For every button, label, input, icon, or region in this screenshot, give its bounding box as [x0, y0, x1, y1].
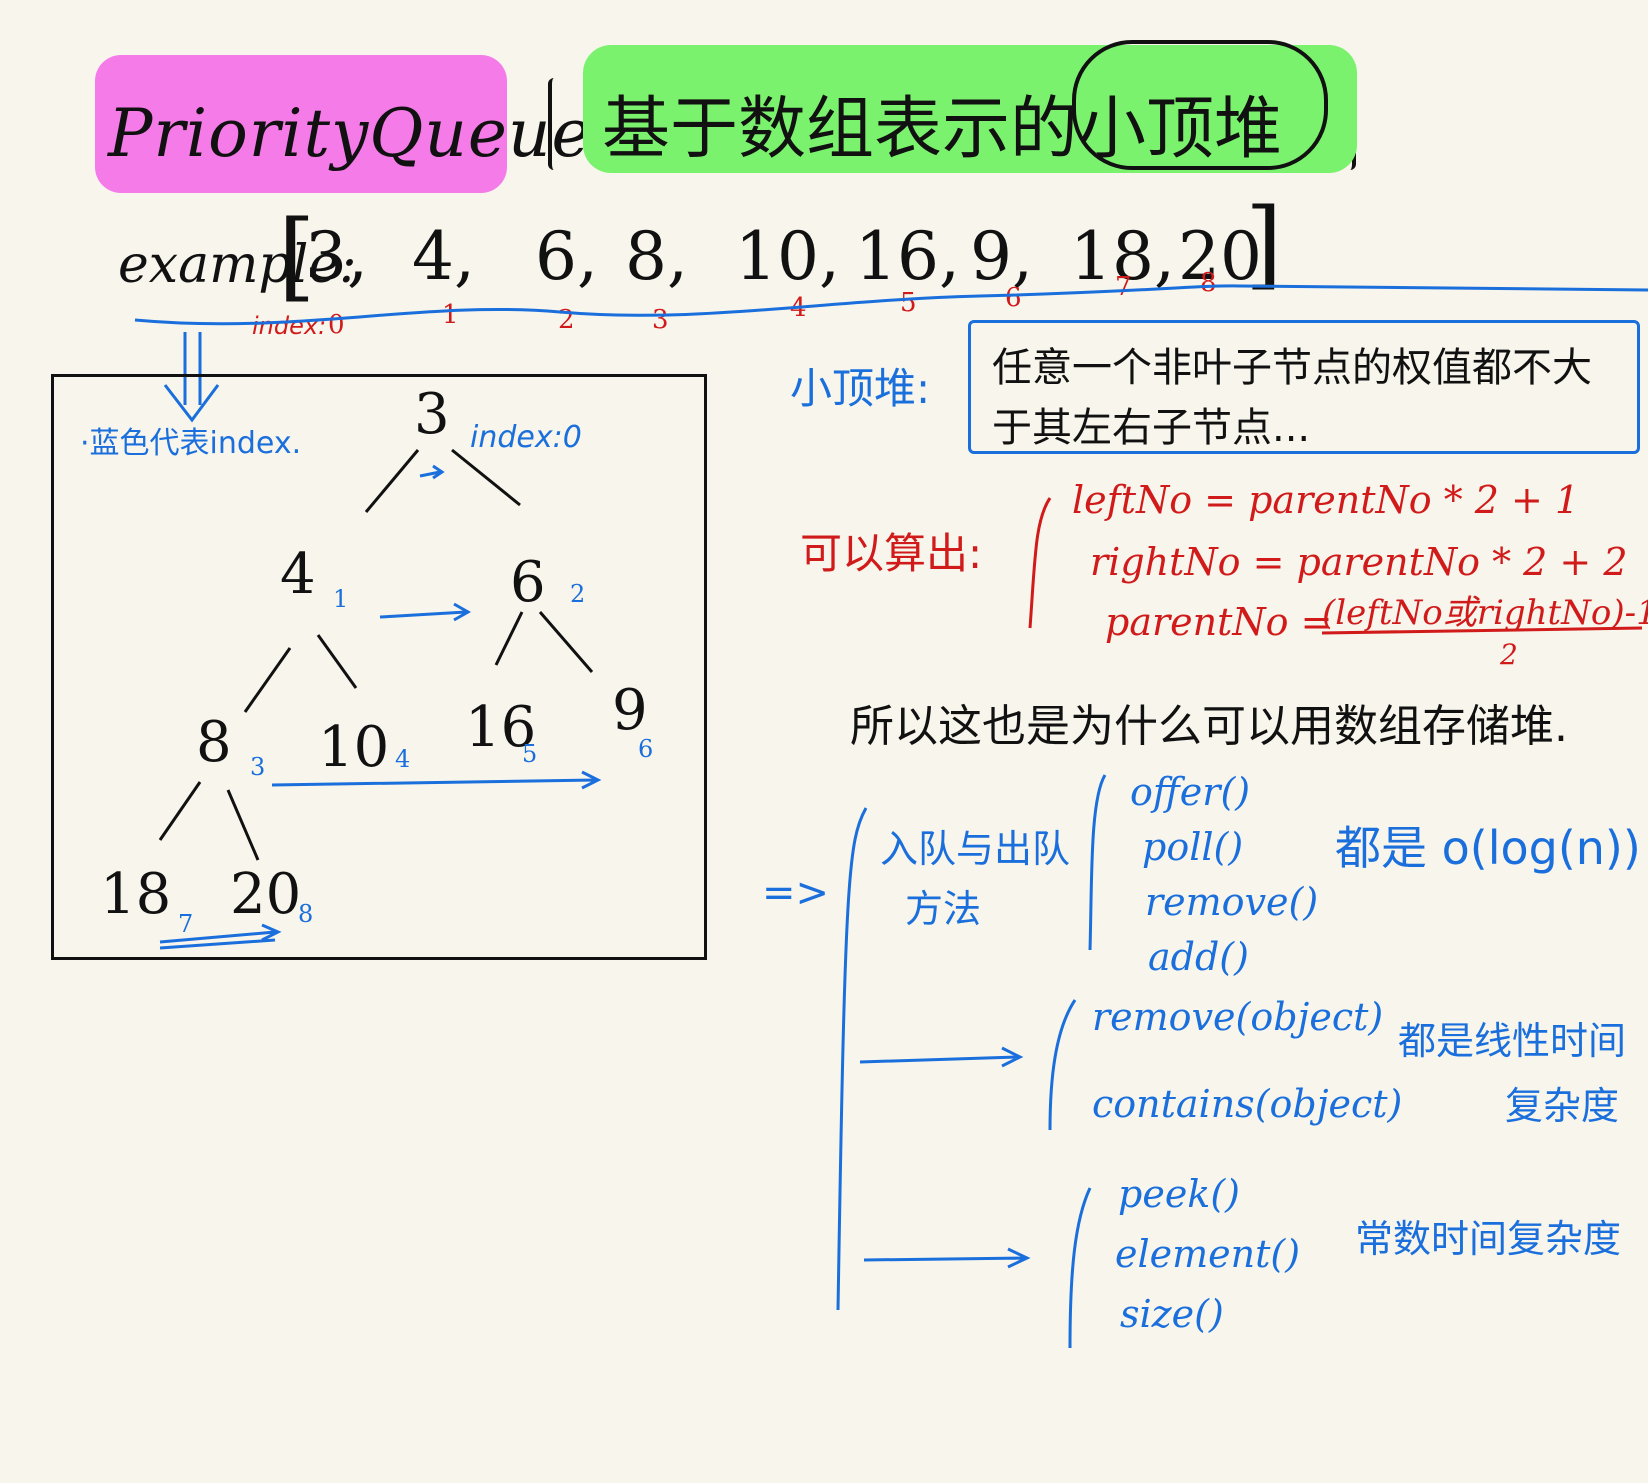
reason-text: 所以这也是为什么可以用数组存储堆.: [850, 701, 1568, 752]
root-index-note: index:0: [470, 420, 582, 455]
tree-node: 9: [612, 678, 648, 743]
array-index: 6: [1005, 283, 1022, 313]
formula-parent-lhs: parentNo =: [1105, 600, 1333, 644]
tree-node: 18: [100, 862, 172, 927]
tree-node-index: 5: [522, 740, 538, 768]
array-index: 3: [652, 305, 669, 335]
array-value: 9,: [970, 218, 1033, 295]
group1-complexity: 都是 o(log(n)): [1335, 821, 1641, 875]
group3-complexity: 常数时间复杂度: [1355, 1217, 1622, 1261]
array-bracket-right: ]: [1245, 188, 1283, 300]
group2-arrow: [859, 1046, 1024, 1068]
tree-node: 6: [510, 550, 546, 615]
array-value: 10,: [735, 218, 840, 295]
method-name: remove(object): [1092, 995, 1384, 1039]
subtitle-highlight: [583, 45, 1357, 173]
formula-parent-numerator: (leftNo或rightNo)-1: [1322, 593, 1648, 633]
index-label: index:: [252, 312, 327, 340]
min-heap-label: 小顶堆:: [790, 364, 931, 413]
group1-brace: [1088, 774, 1107, 951]
array-value: 4,: [412, 218, 475, 295]
array-value: 16,: [855, 218, 960, 295]
group2-complexity: 复杂度: [1505, 1084, 1620, 1128]
formula-label: 可以算出:: [800, 529, 983, 578]
tree-node-index: 7: [178, 910, 194, 938]
tree-node-index: 6: [638, 735, 654, 763]
definition-line: 于其左右子节点...: [992, 405, 1311, 451]
array-index: 2: [558, 305, 575, 335]
tree-node-index: 3: [250, 753, 266, 781]
group2-brace: [1048, 999, 1077, 1131]
group2-complexity: 都是线性时间: [1398, 1019, 1627, 1063]
array-value: 8,: [625, 218, 688, 295]
tree-node-index: 2: [570, 580, 586, 608]
formula-right: rightNo = parentNo * 2 + 2: [1090, 540, 1628, 584]
group1-label: 入队与出队: [880, 827, 1071, 871]
title-highlight: [95, 55, 507, 193]
tree-node: 4: [280, 542, 316, 607]
tree-node-index: 8: [298, 900, 314, 928]
array-index: 8: [1200, 268, 1217, 298]
array-value: 20: [1178, 218, 1262, 295]
group3-arrow: [863, 1247, 1031, 1269]
methods-brace: [836, 807, 868, 1311]
array-index: 1: [442, 300, 459, 330]
method-name: contains(object): [1092, 1082, 1403, 1126]
definition-line: 任意一个非叶子节点的权值都不大: [992, 345, 1592, 391]
method-name: offer(): [1130, 770, 1251, 814]
tree-node: 10: [318, 715, 390, 780]
tree-node-index: 4: [395, 745, 411, 773]
array-index: 7: [1115, 272, 1132, 302]
method-name: add(): [1148, 935, 1249, 979]
method-name: element(): [1115, 1232, 1301, 1276]
subtitle-circle-mark: [1072, 40, 1328, 170]
formula-parent-denominator: 2: [1500, 638, 1518, 671]
tree-node: 8: [196, 710, 232, 775]
group3-brace: [1068, 1187, 1092, 1349]
definition-box: [968, 320, 1640, 454]
formula-brace: [1028, 497, 1052, 629]
array-value: 6,: [535, 218, 598, 295]
array-index: 0: [328, 310, 345, 340]
method-name: remove(): [1145, 880, 1319, 924]
tree-legend-note: ·蓝色代表index.: [80, 426, 302, 461]
method-name: size(): [1120, 1292, 1224, 1336]
tree-node: 3: [414, 382, 450, 447]
subtitle: 基于数组表示的小顶堆: [602, 90, 1283, 169]
tree-node: 20: [230, 862, 302, 927]
array-value: 18,: [1070, 218, 1175, 295]
page-title: PriorityQueue: [108, 95, 592, 172]
array-index: 5: [900, 288, 917, 318]
tree-node-index: 1: [333, 585, 349, 613]
array-index: 4: [790, 293, 807, 323]
tree-node: 16: [465, 695, 537, 760]
formula-left: leftNo = parentNo * 2 + 1: [1072, 478, 1580, 522]
heap-tree-box: [51, 374, 707, 960]
method-name: poll(): [1142, 825, 1244, 869]
method-name: peek(): [1118, 1172, 1240, 1216]
group1-label: 方法: [905, 887, 982, 931]
implies-arrow: =>: [762, 870, 830, 916]
array-value: 3,: [305, 218, 368, 295]
